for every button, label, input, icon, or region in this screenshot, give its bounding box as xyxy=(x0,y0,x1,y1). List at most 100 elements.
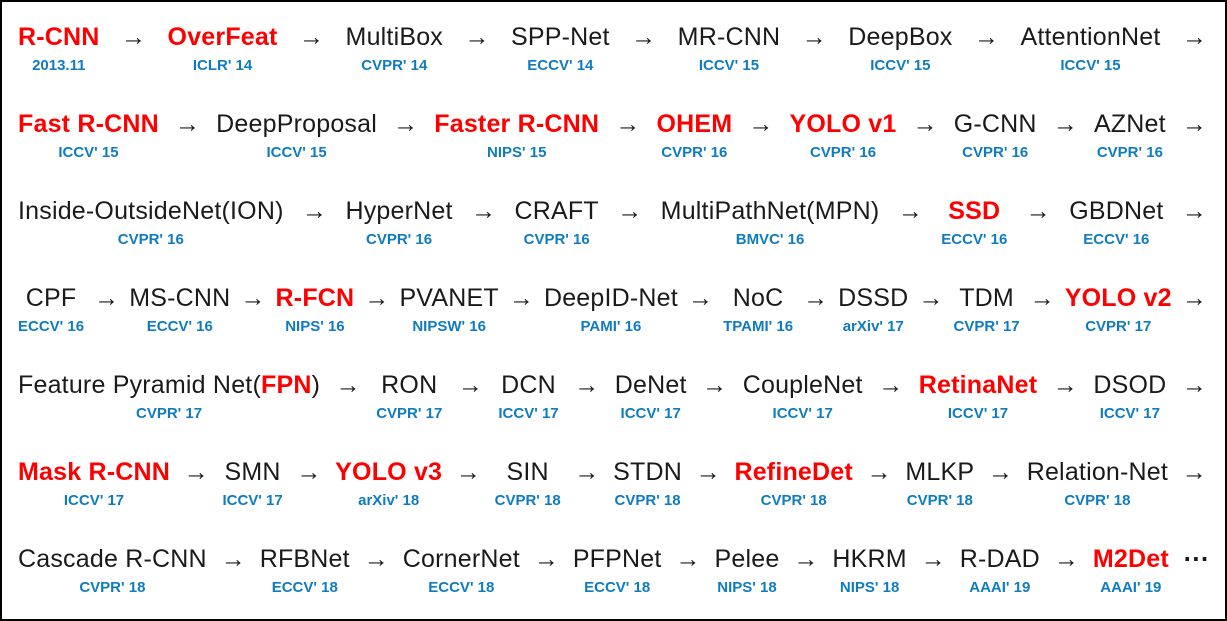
venue-label: CVPR' 18 xyxy=(1064,492,1131,509)
venue-label: AAAI' 19 xyxy=(1100,579,1162,596)
venue-label: CVPR' 18 xyxy=(760,492,827,509)
model-name: RFBNet xyxy=(260,543,350,575)
venue-label: 2013.11 xyxy=(32,57,86,74)
arrow-icon: → xyxy=(1181,110,1207,138)
model-name-highlight: SSD xyxy=(948,197,1001,225)
arrow-icon: → xyxy=(1182,23,1207,51)
model-name-text: SIN xyxy=(506,458,549,486)
model-name: YOLO v1 xyxy=(790,108,897,140)
model-name-text: AZNet xyxy=(1093,110,1166,138)
arrow-icon: → xyxy=(615,110,641,138)
model-name-text: NoC xyxy=(732,284,784,312)
model-name-highlight: YOLO v1 xyxy=(789,110,897,138)
venue-label: CVPR' 16 xyxy=(661,144,728,161)
model-name-text: RON xyxy=(381,371,438,399)
venue-label: ICCV' 15 xyxy=(870,57,931,74)
venue-label: ECCV' 18 xyxy=(584,579,651,596)
venue-label: ECCV' 16 xyxy=(18,318,85,335)
arrow-icon: → xyxy=(675,545,701,573)
model-name-text: MR-CNN xyxy=(677,23,781,51)
venue-label: NIPS' 15 xyxy=(487,144,547,161)
model-name-highlight: OverFeat xyxy=(167,23,278,51)
arrow-icon: → xyxy=(94,284,120,312)
model-name: AZNet xyxy=(1094,108,1166,140)
arrow-icon: → xyxy=(175,110,201,138)
arrow-icon: → xyxy=(508,284,534,312)
model-name-highlight: R-FCN xyxy=(275,284,355,312)
model-name-text: Relation-Net xyxy=(1026,458,1169,486)
model-name: SPP-Net xyxy=(511,21,610,53)
venue-label: TPAMI' 16 xyxy=(723,318,794,335)
arrow-icon: → xyxy=(688,284,713,312)
model-name: RefineDet xyxy=(734,456,853,488)
model-node: SIN CVPR' 18 xyxy=(495,456,561,511)
model-name: MultiPathNet(MPN) xyxy=(661,195,880,227)
model-name: Mask R-CNN xyxy=(18,456,170,488)
model-name: DCN xyxy=(501,369,556,401)
model-name: RetinaNet xyxy=(919,369,1038,401)
model-name-text: MultiPathNet(MPN) xyxy=(660,197,880,225)
model-name-text: GBDNet xyxy=(1069,197,1164,225)
model-name: Relation-Net xyxy=(1027,456,1168,488)
model-name-text: DeepID-Net xyxy=(543,284,678,312)
model-node: MultiPathNet(MPN) BMVC' 16 xyxy=(661,195,880,250)
venue-label: ICCV' 15 xyxy=(58,144,119,161)
venue-label: BMVC' 16 xyxy=(735,231,805,248)
model-name: Fast R-CNN xyxy=(18,108,159,140)
model-name: MLKP xyxy=(905,456,974,488)
venue-label: CVPR' 16 xyxy=(366,231,433,248)
venue-label: CVPR' 17 xyxy=(136,405,203,422)
arrow-icon: → xyxy=(455,458,481,486)
arrow-icon: → xyxy=(457,371,483,399)
model-name: R-FCN xyxy=(276,282,355,314)
model-name-text: SPP-Net xyxy=(511,23,610,51)
model-name-text: R-DAD xyxy=(959,545,1040,573)
model-name-highlight: Mask R-CNN xyxy=(18,458,171,486)
model-name-text: MLKP xyxy=(905,458,975,486)
venue-label: CVPR' 16 xyxy=(1096,144,1163,161)
model-name-text: Pelee xyxy=(714,545,780,573)
model-name-highlight: OHEM xyxy=(656,110,733,138)
model-name-text: DeepProposal xyxy=(216,110,377,138)
venue-label: CVPR' 17 xyxy=(376,405,443,422)
arrow-icon: → xyxy=(918,284,944,312)
arrow-icon: → xyxy=(1052,110,1078,138)
model-name: DeepProposal xyxy=(216,108,377,140)
model-name: DSSD xyxy=(838,282,908,314)
model-node: R-FCN NIPS' 16 xyxy=(276,282,355,337)
model-name: SMN xyxy=(225,456,281,488)
venue-label: ECCV' 16 xyxy=(1083,231,1150,248)
venue-label: ECCV' 18 xyxy=(271,579,338,596)
venue-label: ICCV' 17 xyxy=(772,405,833,422)
model-name-text: MS-CNN xyxy=(129,284,231,312)
model-name-text: PFPNet xyxy=(572,545,662,573)
venue-label: CVPR' 18 xyxy=(494,492,561,509)
venue-label: ICCV' 15 xyxy=(1060,57,1121,74)
arrow-icon: → xyxy=(364,284,390,312)
model-name-text: PVANET xyxy=(399,284,499,312)
venue-label: ECCV' 14 xyxy=(527,57,594,74)
arrow-icon: → xyxy=(866,458,892,486)
arrow-icon: → xyxy=(299,23,325,51)
venue-label: NIPS' 16 xyxy=(285,318,345,335)
venue-label: CVPR' 17 xyxy=(1085,318,1152,335)
model-node: Fast R-CNN ICCV' 15 xyxy=(18,108,159,163)
model-name-text: DSSD xyxy=(838,284,909,312)
model-name: G-CNN xyxy=(954,108,1037,140)
